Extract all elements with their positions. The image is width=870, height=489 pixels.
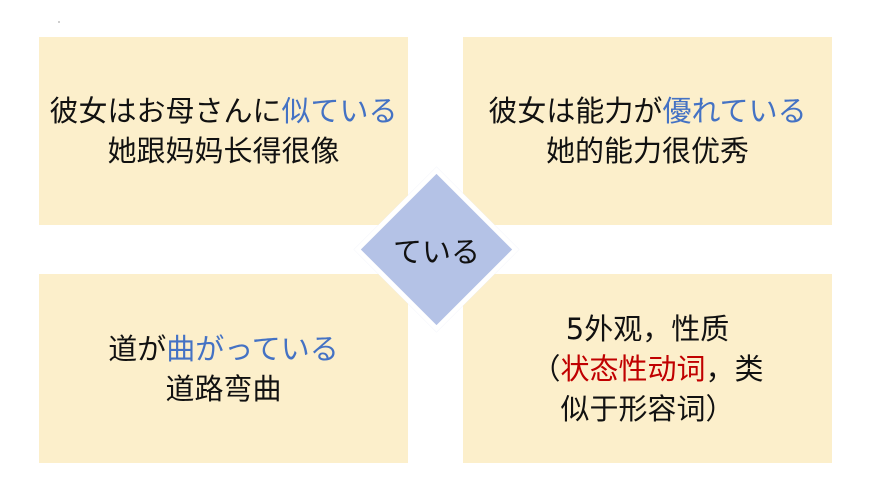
explanation-line-1: 5外观，性质 [565, 311, 730, 346]
example-japanese-line: 道が曲がっている [108, 331, 339, 366]
explanation-box-bottom-right: 5外观，性质 （状态性动词，类 似于形容词） [463, 274, 832, 463]
example-box-top-right: 彼女は能力が優れている 她的能力很优秀 [463, 37, 832, 225]
corner-dot [58, 21, 60, 23]
example-chinese-line: 她跟妈妈长得很像 [107, 134, 340, 168]
center-label: ている [392, 234, 480, 269]
example-chinese-line: 道路弯曲 [165, 371, 282, 406]
highlight-verb: 曲がっている [166, 331, 339, 366]
explanation-line-2: （状态性动词，类 [531, 351, 764, 386]
example-japanese-line: 彼女はお母さんに似ている [49, 94, 398, 128]
center-diamond: ている [353, 166, 520, 333]
example-chinese-line: 她的能力很优秀 [545, 134, 749, 168]
highlight-term: 状态性动词 [560, 351, 706, 386]
example-japanese-line: 彼女は能力が優れている [488, 94, 807, 128]
highlight-verb: 優れている [662, 94, 807, 128]
example-box-bottom-left: 道が曲がっている 道路弯曲 [39, 274, 408, 463]
highlight-verb: 似ている [281, 94, 398, 128]
explanation-line-3: 似于形容词） [560, 391, 735, 426]
example-box-top-left: 彼女はお母さんに似ている 她跟妈妈长得很像 [39, 37, 408, 225]
